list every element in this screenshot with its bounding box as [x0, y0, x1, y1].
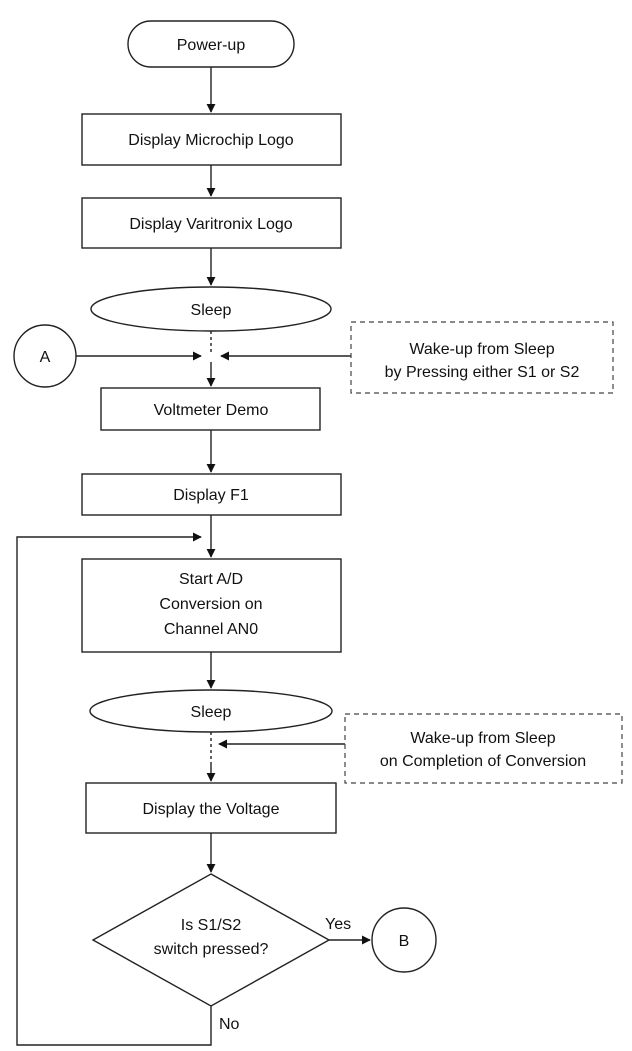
node-sleep-2: Sleep	[89, 689, 333, 733]
edge-label-no: No	[219, 1016, 240, 1033]
connector-b: B	[371, 907, 437, 973]
display-voltage-label: Display the Voltage	[143, 801, 280, 818]
microchip-logo-label: Display Microchip Logo	[128, 132, 294, 149]
wake-note-1: Wake-up from Sleep by Pressing either S1…	[350, 321, 614, 394]
node-start-ad-conversion: Start A/D Conversion on Channel AN0	[81, 558, 342, 653]
start-ad-line-1: Start A/D	[179, 571, 243, 588]
start-ad-line-2: Conversion on	[159, 596, 262, 613]
edge-no-loop	[16, 532, 212, 1046]
node-display-f1: Display F1	[81, 473, 342, 516]
connector-a: A	[13, 324, 77, 388]
display-f1-label: Display F1	[173, 487, 249, 504]
node-display-the-voltage: Display the Voltage	[85, 782, 337, 834]
wake-note-2-line-2: on Completion of Conversion	[380, 753, 586, 770]
power-up-label: Power-up	[177, 37, 246, 54]
node-display-varitronix-logo: Display Varitronix Logo	[81, 197, 342, 249]
node-sleep-1: Sleep	[90, 286, 332, 332]
wake-note-1-line-2: by Pressing either S1 or S2	[385, 364, 580, 381]
connector-b-label: B	[399, 933, 410, 950]
edge-label-yes: Yes	[325, 916, 351, 933]
sleep-1-label: Sleep	[191, 302, 232, 319]
decision-line-2: switch pressed?	[154, 941, 269, 958]
node-decision-switch-pressed: Is S1/S2 switch pressed?	[91, 873, 331, 1007]
edges	[16, 67, 371, 1046]
wake-note-2: Wake-up from Sleep on Completion of Conv…	[344, 713, 623, 784]
varitronix-logo-label: Display Varitronix Logo	[129, 216, 292, 233]
sleep-2-label: Sleep	[191, 704, 232, 721]
decision-line-1: Is S1/S2	[181, 917, 242, 934]
node-display-microchip-logo: Display Microchip Logo	[81, 113, 342, 166]
voltmeter-demo-label: Voltmeter Demo	[154, 402, 269, 419]
wake-note-2-line-1: Wake-up from Sleep	[410, 730, 555, 747]
wake-note-1-line-1: Wake-up from Sleep	[409, 341, 554, 358]
start-ad-line-3: Channel AN0	[164, 621, 258, 638]
connector-a-label: A	[40, 349, 51, 366]
node-voltmeter-demo: Voltmeter Demo	[100, 387, 321, 431]
node-power-up: Power-up	[127, 20, 295, 68]
